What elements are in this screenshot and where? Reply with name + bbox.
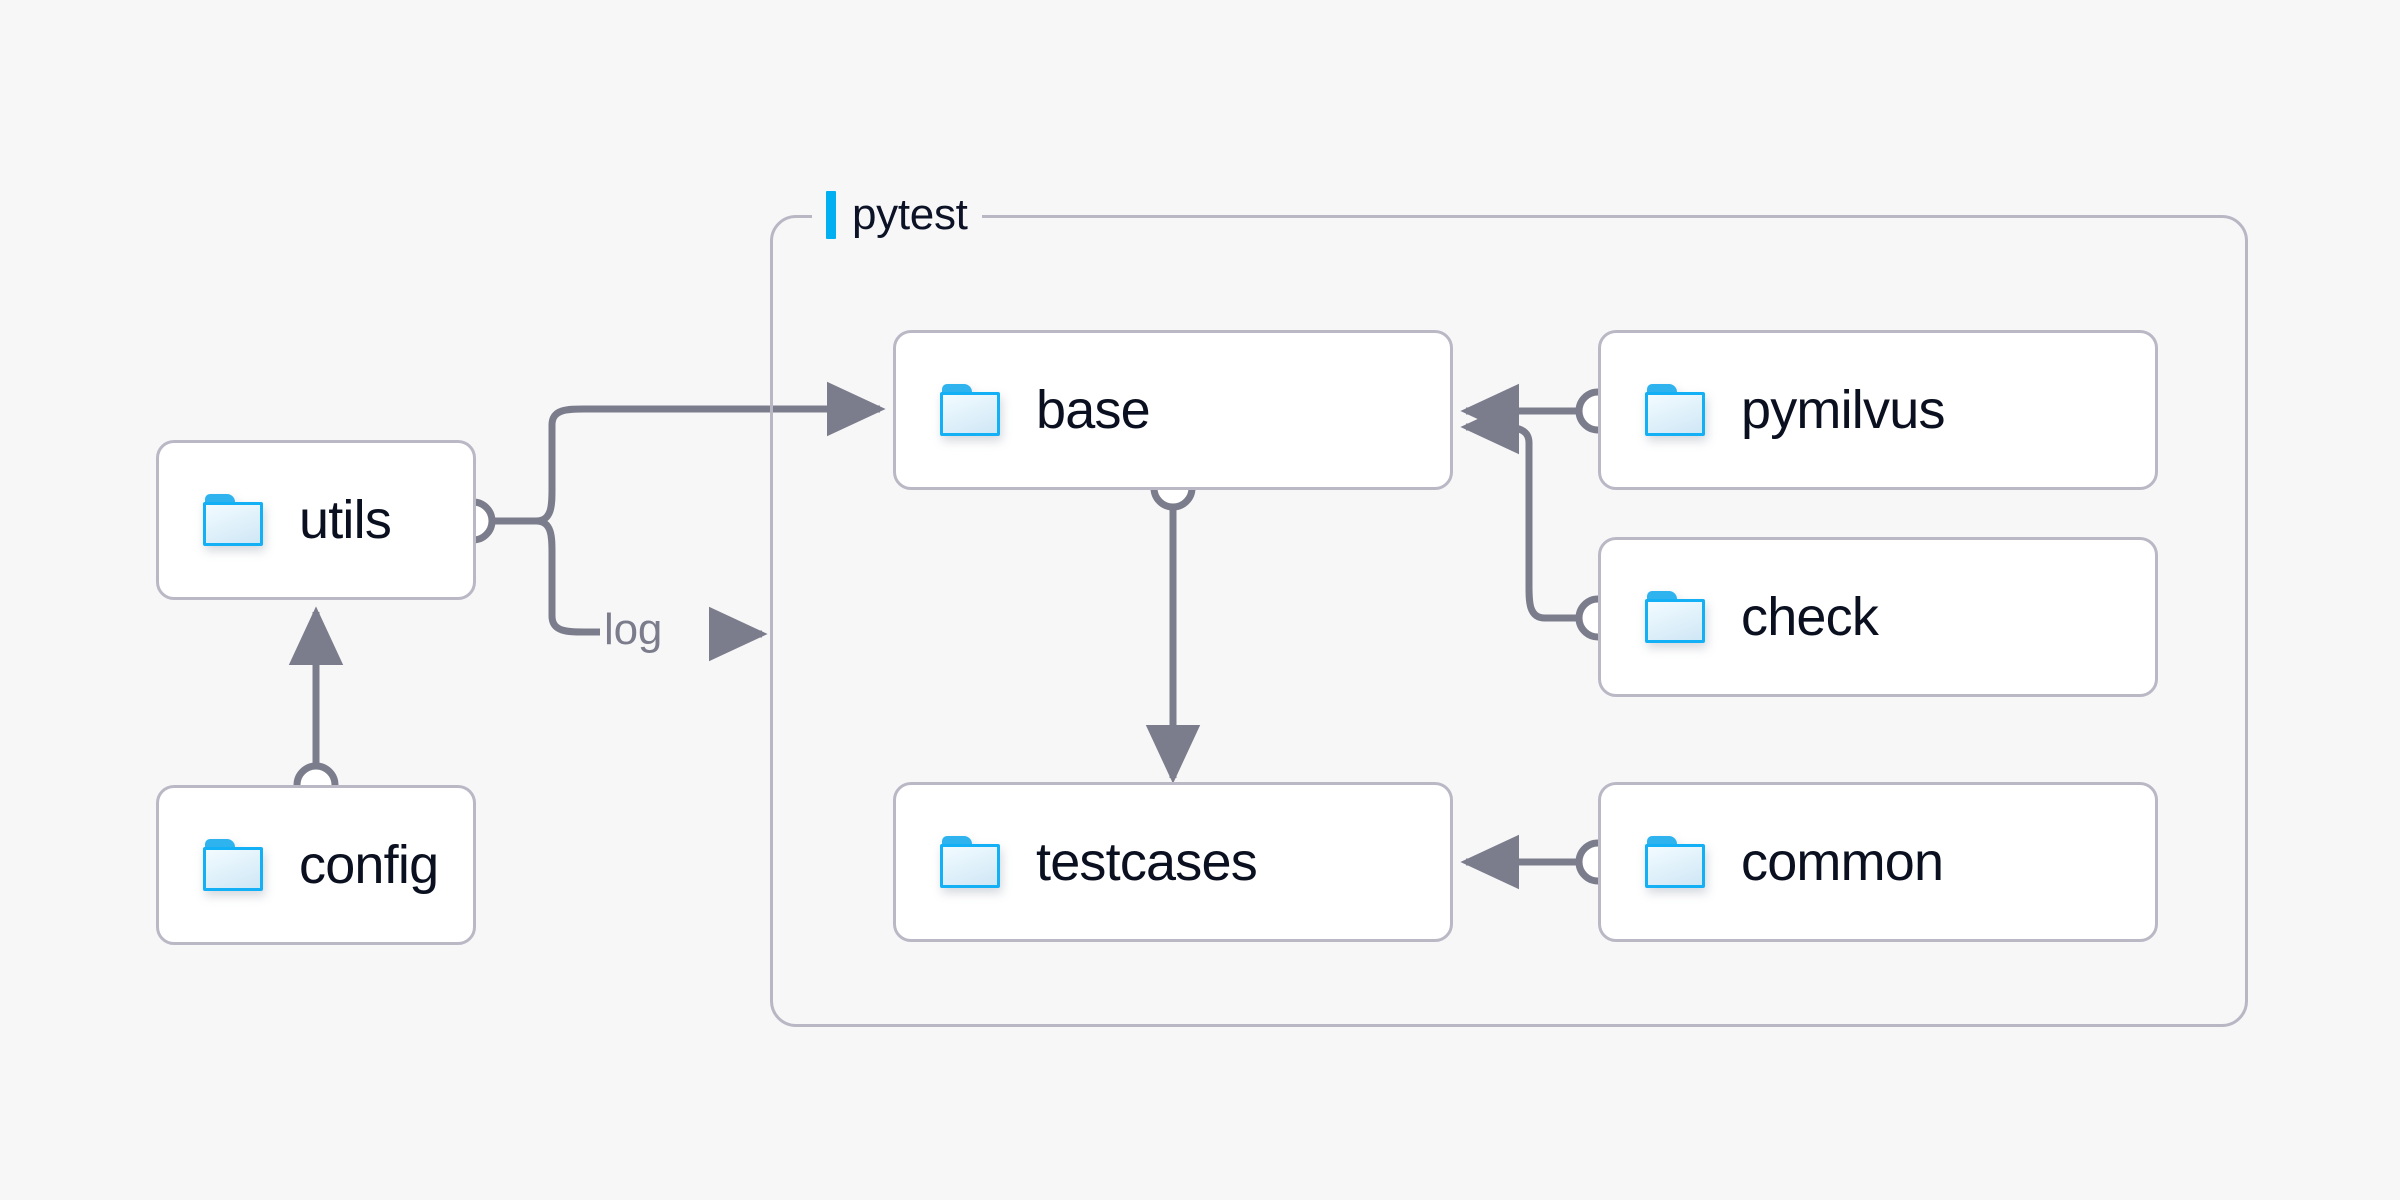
node-label-common: common [1741, 832, 1944, 892]
node-label-testcases: testcases [1036, 832, 1258, 892]
group-label-text: pytest [852, 190, 968, 239]
edge-config-to-utils [288, 606, 344, 808]
node-base[interactable]: base [893, 330, 1453, 490]
node-label-config: config [299, 835, 439, 895]
folder-icon [1645, 836, 1707, 888]
folder-icon [1645, 384, 1707, 436]
node-label-pymilvus: pymilvus [1741, 380, 1945, 440]
node-label-utils: utils [299, 490, 392, 550]
group-frame-pytest [770, 215, 2248, 1027]
folder-icon [203, 494, 265, 546]
node-pymilvus[interactable]: pymilvus [1598, 330, 2158, 490]
node-check[interactable]: check [1598, 537, 2158, 697]
node-label-base: base [1036, 380, 1151, 440]
edge-label-log: log [604, 605, 663, 654]
group-accent-icon [826, 191, 836, 239]
node-utils[interactable]: utils [156, 440, 476, 600]
node-testcases[interactable]: testcases [893, 782, 1453, 942]
folder-icon [940, 384, 1002, 436]
node-label-check: check [1741, 587, 1879, 647]
group-label-pytest: pytest [812, 187, 982, 243]
node-config[interactable]: config [156, 785, 476, 945]
folder-icon [1645, 591, 1707, 643]
node-common[interactable]: common [1598, 782, 2158, 942]
folder-icon [940, 836, 1002, 888]
folder-icon [203, 839, 265, 891]
